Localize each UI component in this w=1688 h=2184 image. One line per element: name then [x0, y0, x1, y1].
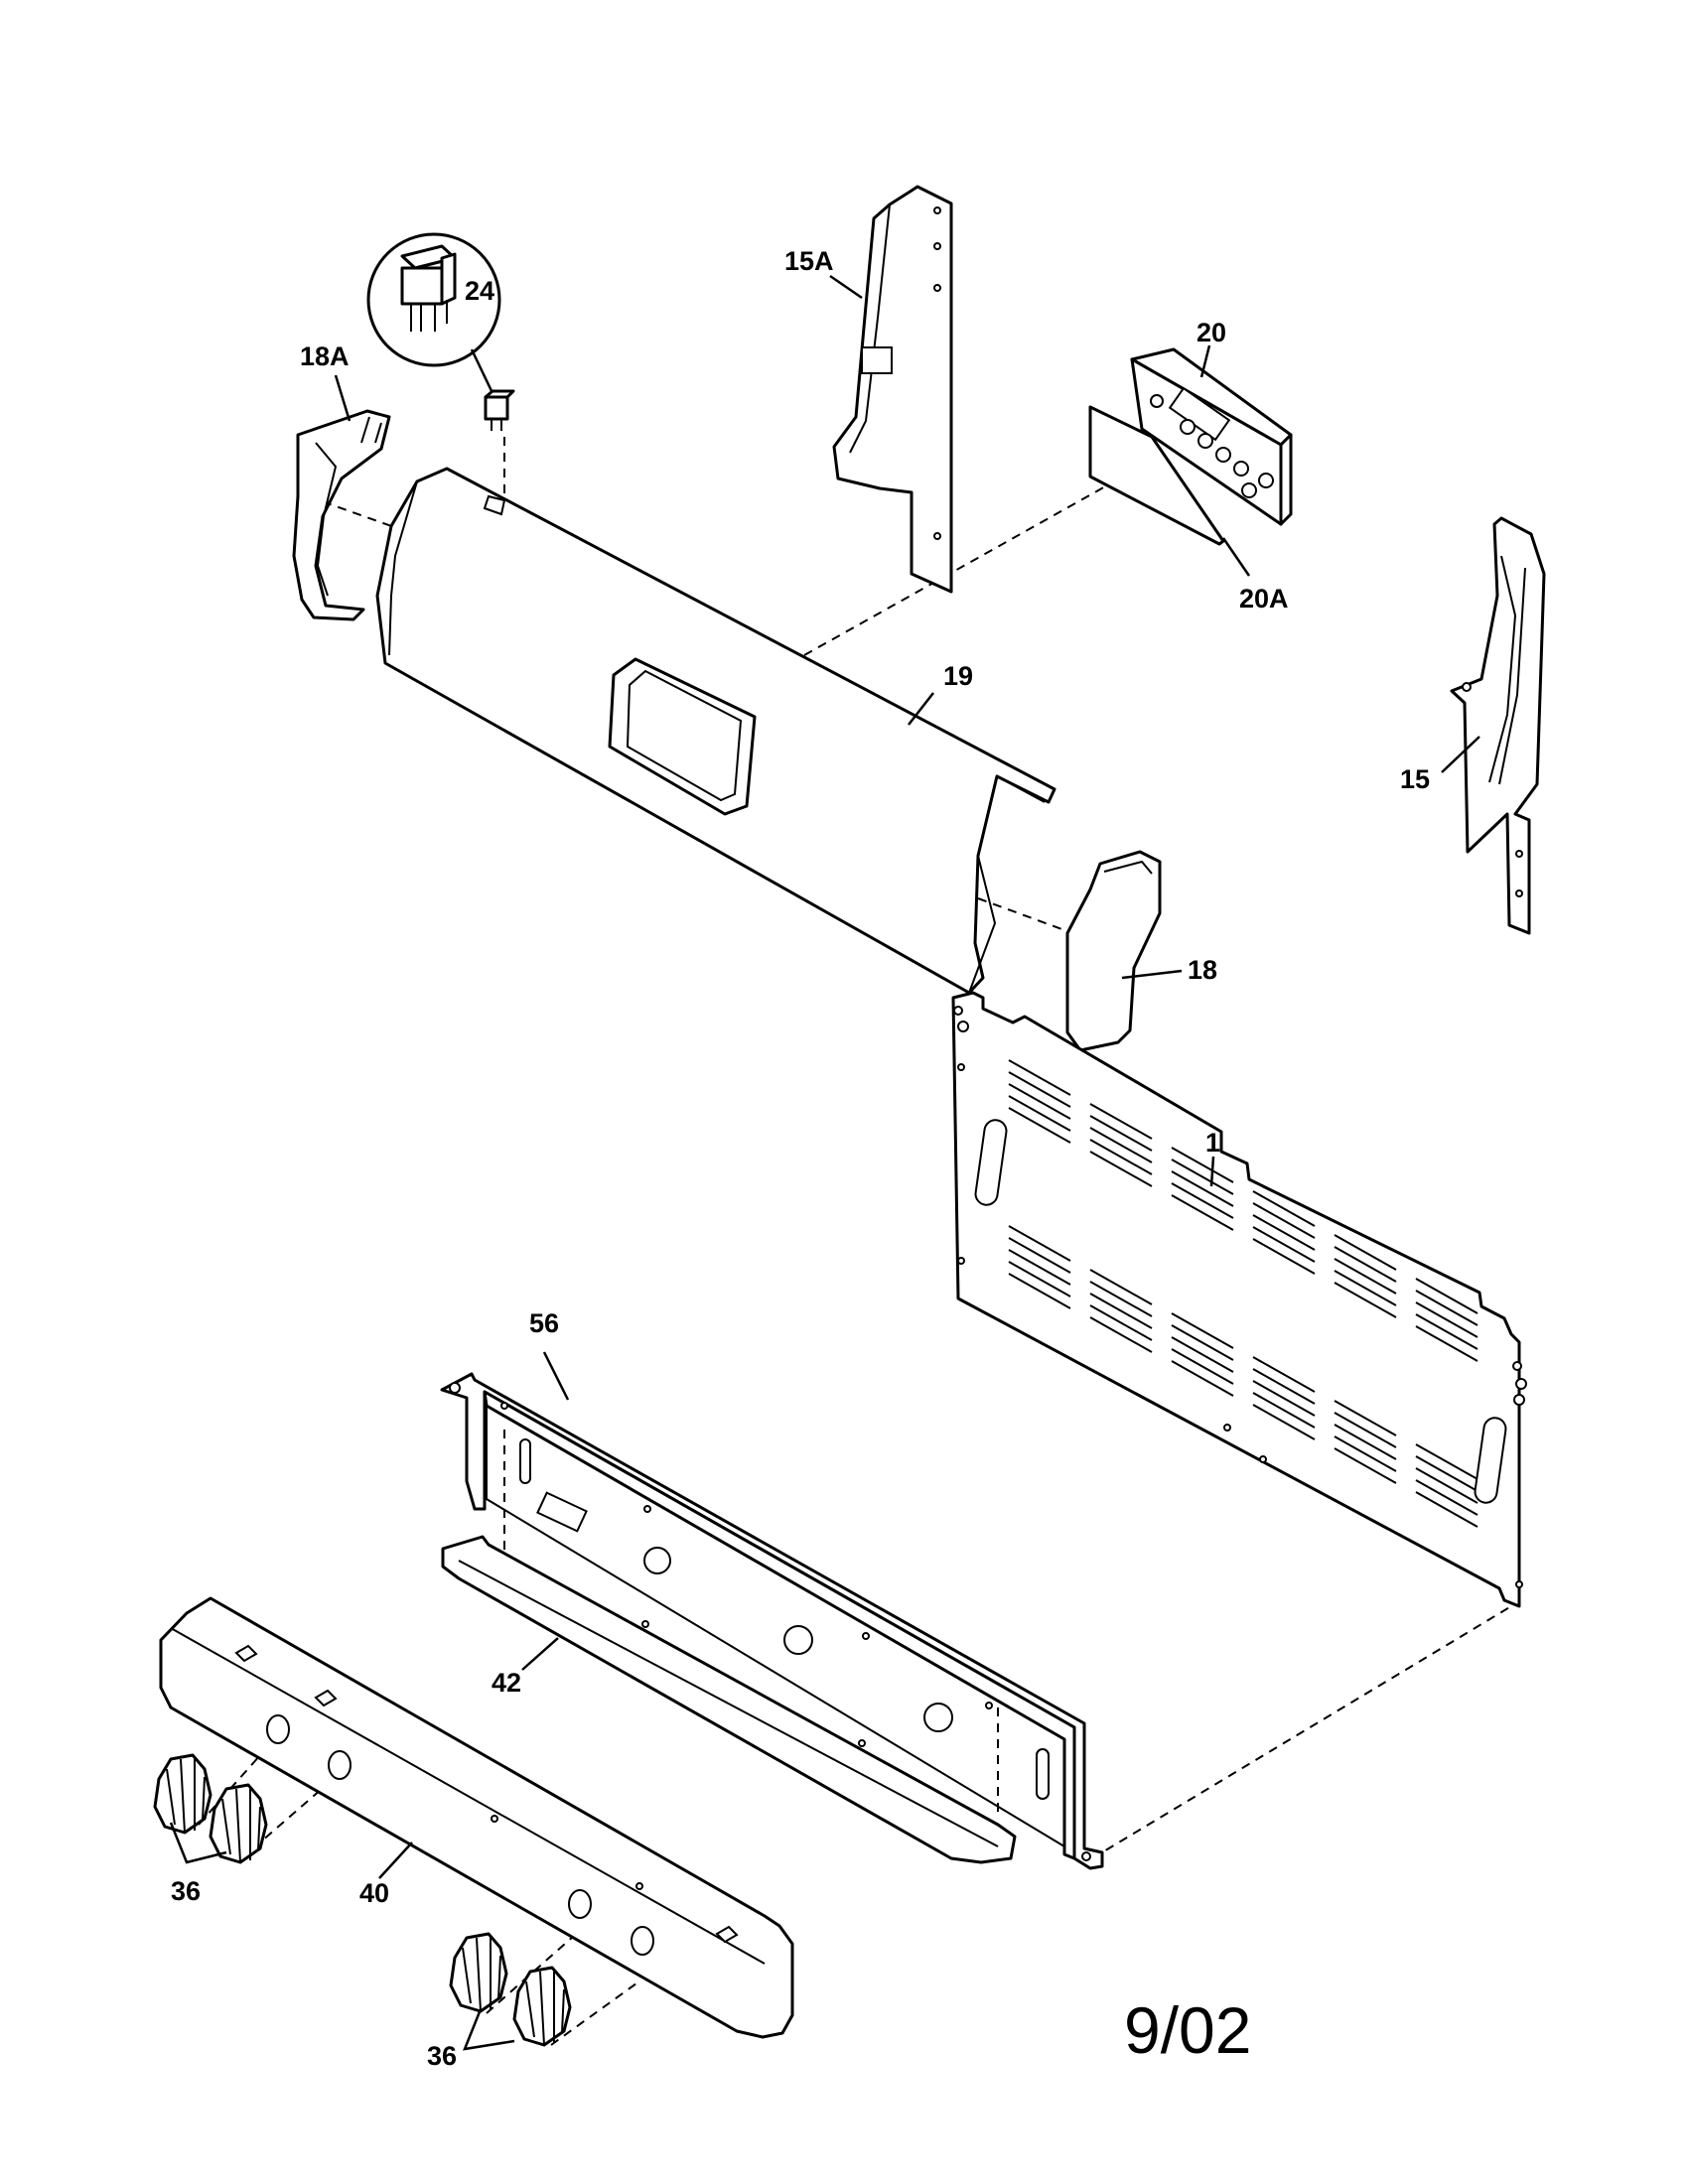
part-20A-overlay [1088, 405, 1225, 546]
callout-20: 20 [1196, 318, 1226, 347]
knob-icon [449, 1932, 508, 2013]
callout-40: 40 [359, 1878, 389, 1908]
callout-24: 24 [465, 276, 494, 306]
callout-18A: 18A [300, 341, 350, 371]
callout-labels: 24 18A 15A 20 20A 19 15 18 1 56 42 40 36… [171, 246, 1430, 2071]
part-18A-left-end-cap [292, 409, 391, 621]
part-56-control-frame [440, 1372, 1104, 1870]
part-19-backguard [375, 467, 1056, 995]
part-15-right-bracket [1450, 516, 1546, 935]
leader-lines [169, 274, 1480, 2051]
callout-15A: 15A [784, 246, 834, 276]
knob-icon [209, 1783, 268, 1864]
callout-56: 56 [529, 1308, 559, 1338]
knob-icon [153, 1753, 212, 1835]
part-18-right-end-cap [1065, 850, 1162, 1052]
vent-louvers [1008, 1059, 1478, 1528]
callout-19: 19 [943, 661, 973, 691]
switch-detail-icon [400, 244, 457, 332]
callout-36-lower: 36 [427, 2041, 457, 2071]
part-40-manifold-panel [159, 1596, 794, 2039]
part-15A-left-bracket [832, 185, 953, 594]
callout-20A: 20A [1239, 584, 1289, 614]
part-20-control-board [1130, 347, 1293, 526]
part-24-switch [366, 232, 515, 431]
date-stamp: 9/02 [1124, 1993, 1251, 2067]
part-36-knobs [153, 1753, 572, 2047]
callout-15: 15 [1400, 764, 1430, 794]
callout-18: 18 [1188, 955, 1217, 985]
part-42-trim-strip [441, 1535, 1017, 1864]
part-1-rear-panel [951, 991, 1527, 1608]
knob-icon [512, 1966, 572, 2047]
callout-36-upper: 36 [171, 1876, 201, 1906]
small-switch-icon [484, 389, 515, 431]
callout-42: 42 [492, 1668, 521, 1698]
callout-1: 1 [1205, 1128, 1220, 1158]
